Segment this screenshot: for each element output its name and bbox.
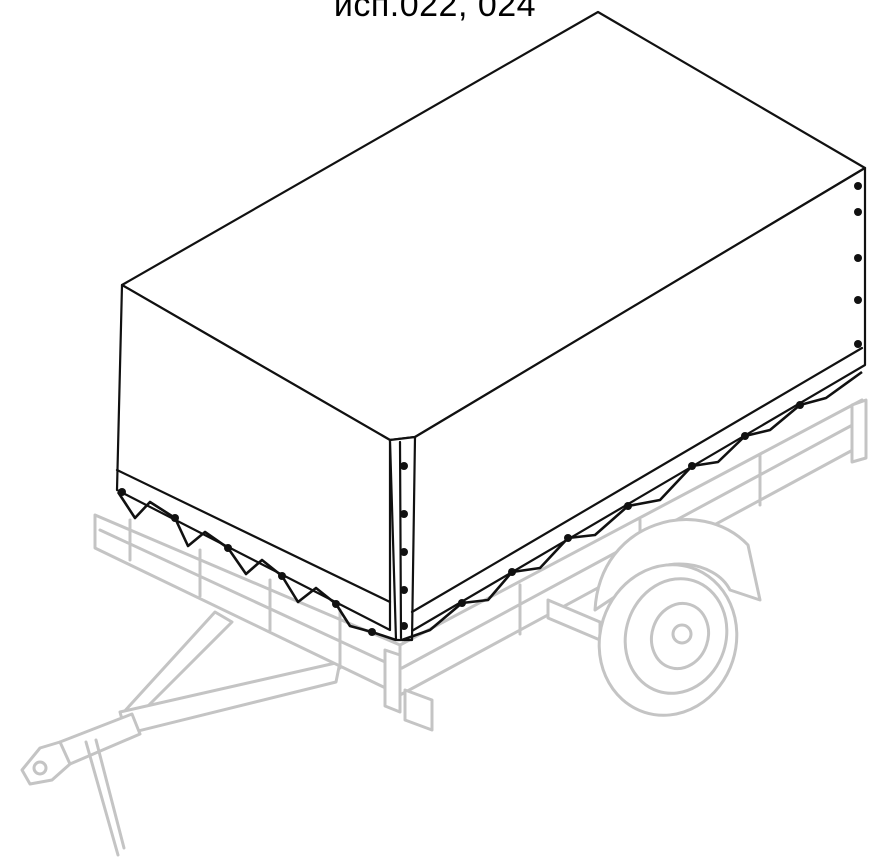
caption: исп.022, 024	[333, 0, 537, 24]
cord-hooks	[118, 182, 862, 636]
wheel	[593, 518, 762, 717]
tarp-cover	[115, 10, 867, 642]
drawbar	[20, 610, 342, 857]
